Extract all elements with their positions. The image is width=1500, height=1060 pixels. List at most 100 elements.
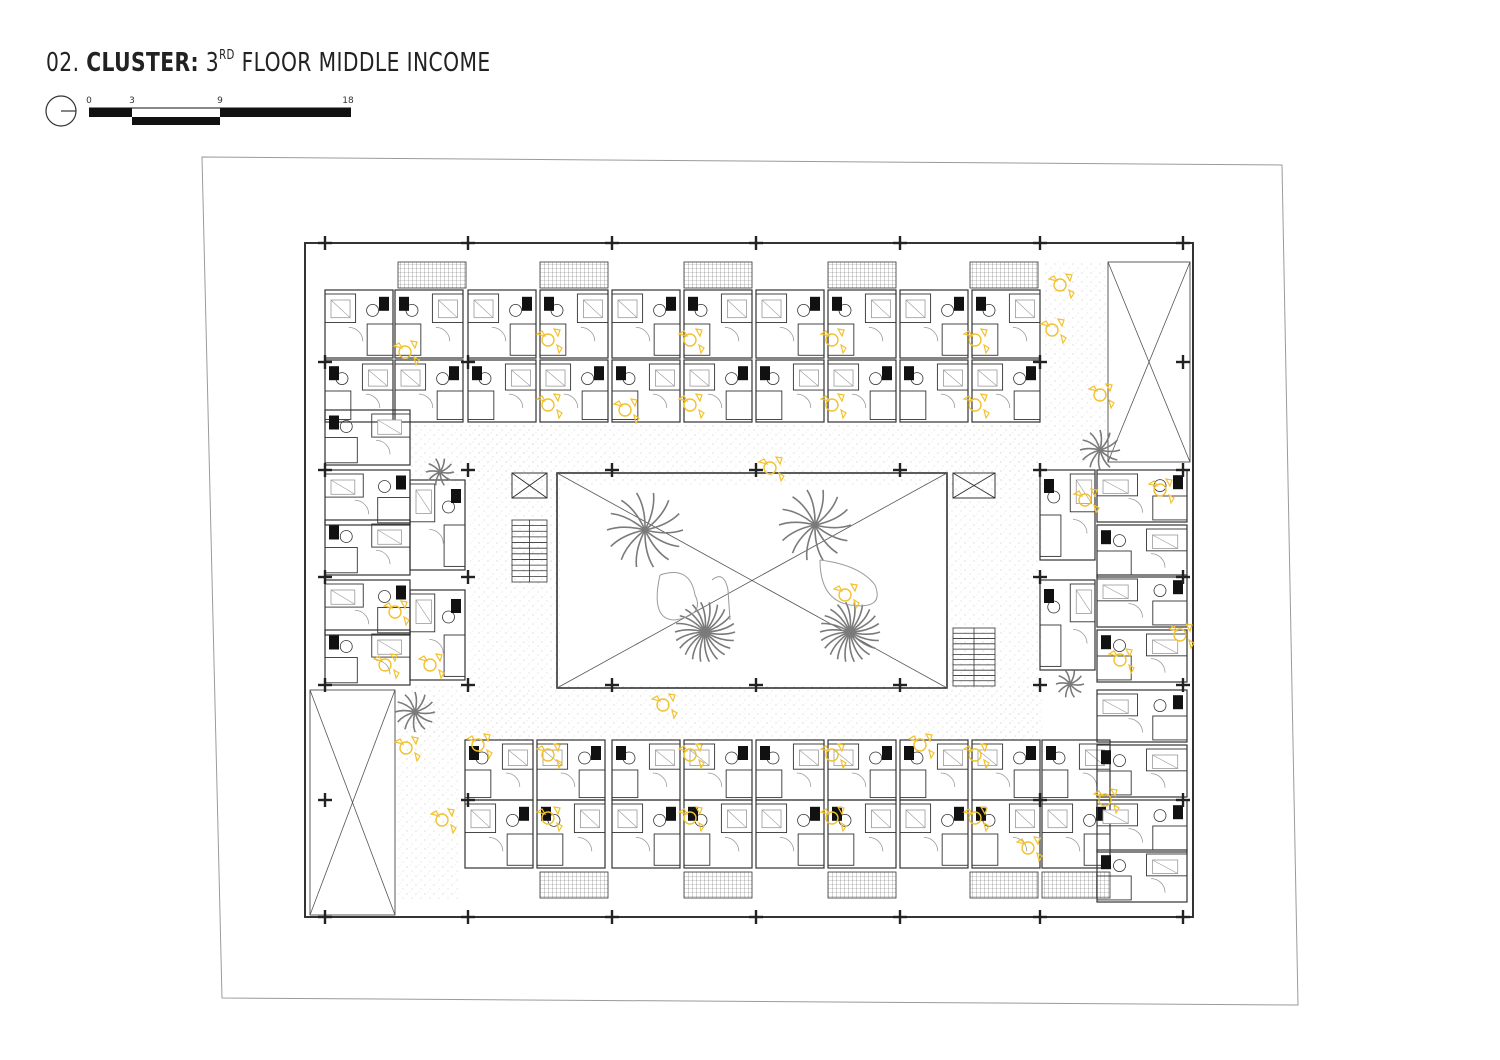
elevator-north-west <box>511 472 548 499</box>
unit-south-a2 <box>611 739 681 801</box>
column-14 <box>318 678 332 692</box>
unit-north-a5 <box>683 289 753 359</box>
unit-east-3 <box>1096 629 1188 683</box>
column-33 <box>1176 793 1190 807</box>
palm-tree-0 <box>606 492 684 568</box>
unit-east-core-0 <box>1039 469 1096 561</box>
column-4 <box>605 236 619 250</box>
seating-highlight-30 <box>393 736 421 763</box>
seating-highlight-26 <box>1087 383 1115 410</box>
column-15 <box>318 463 332 477</box>
south-balcony-1 <box>683 871 753 899</box>
drawing-title: 02. CLUSTER: 3RD FLOOR MIDDLE INCOME <box>46 48 491 78</box>
unit-south-b8 <box>1041 799 1111 869</box>
column-2 <box>461 236 475 250</box>
unit-west-3 <box>324 579 411 636</box>
title-floor-number: 3 <box>205 48 220 78</box>
column-38 <box>1033 570 1047 584</box>
seating-highlight-33 <box>429 808 457 835</box>
unit-east-core-1 <box>1039 579 1096 671</box>
unit-north-b4 <box>611 359 681 423</box>
stair-east <box>952 627 996 687</box>
seating-highlight-11 <box>372 653 400 680</box>
palm-tree-1 <box>778 489 852 561</box>
unit-north-a7 <box>827 289 897 359</box>
seating-highlight-9 <box>382 600 410 627</box>
unit-north-b9 <box>971 359 1041 423</box>
column-23 <box>893 463 907 477</box>
seating-highlight-16 <box>535 743 563 770</box>
scale-bar: 0 3 9 18 <box>86 96 354 125</box>
seating-highlight-7 <box>819 393 847 420</box>
seating-highlight-10 <box>417 653 445 680</box>
palm-tree-4 <box>425 458 455 486</box>
seating-highlight-2 <box>677 328 705 355</box>
scale-tick-3: 3 <box>129 96 135 106</box>
seating-highlight-0 <box>392 340 420 367</box>
north-balcony-2 <box>683 261 753 289</box>
unit-south-b3 <box>683 799 753 869</box>
seating-highlight-31 <box>465 733 493 760</box>
vegetation <box>394 429 1121 733</box>
unit-east-6 <box>1096 799 1188 853</box>
column-31 <box>1176 355 1190 369</box>
column-35 <box>461 570 475 584</box>
seating-highlight-25 <box>1039 318 1067 345</box>
unit-south-b4 <box>755 799 825 869</box>
seating-highlight-24 <box>1047 273 1075 300</box>
unit-south-b2 <box>611 799 681 869</box>
column-12 <box>1176 236 1190 250</box>
unit-south-b5 <box>827 799 897 869</box>
seating-highlight-36 <box>832 583 860 610</box>
seating-highlight-23 <box>1092 788 1120 815</box>
scale-tick-9: 9 <box>217 96 223 106</box>
central-courtyard <box>556 472 948 689</box>
corridor-ring <box>398 262 1107 900</box>
north-balcony-1 <box>539 261 609 289</box>
unit-south-a7 <box>971 739 1041 801</box>
seating-highlight-29 <box>650 693 678 720</box>
structural-grid-columns <box>318 236 1190 924</box>
palm-tree-6 <box>394 691 436 733</box>
column-16 <box>461 678 475 692</box>
palm-tree-7 <box>1055 670 1085 698</box>
seating-highlight-32 <box>1015 836 1043 863</box>
seating-highlight-17 <box>677 743 705 770</box>
unit-south-a5 <box>827 739 897 801</box>
seating-highlight-34 <box>907 733 935 760</box>
unit-north-b8 <box>899 359 969 423</box>
unit-north-b2 <box>467 359 537 423</box>
palm-tree-2 <box>674 601 736 663</box>
north-balcony-3 <box>827 261 897 289</box>
unit-north-b7 <box>827 359 897 423</box>
scale-tick-0: 0 <box>86 96 92 106</box>
unit-north-a4 <box>611 289 681 359</box>
unit-east-4 <box>1096 689 1188 743</box>
unit-west-core-1 <box>409 589 466 681</box>
unit-north-b3 <box>539 359 609 423</box>
seating-highlight-22 <box>1107 648 1135 675</box>
seating-highlight-12 <box>535 806 563 833</box>
column-11 <box>1033 910 1047 924</box>
title-label: CLUSTER: <box>86 48 199 78</box>
column-39 <box>1033 793 1047 807</box>
column-29 <box>318 570 332 584</box>
unit-east-0 <box>1096 469 1188 523</box>
column-28 <box>318 355 332 369</box>
seating-highlight-15 <box>962 806 990 833</box>
west-unit-column <box>324 409 466 686</box>
column-20 <box>749 678 763 692</box>
column-18 <box>605 678 619 692</box>
column-19 <box>605 463 619 477</box>
unit-north-b6 <box>755 359 825 423</box>
unit-east-2 <box>1096 574 1188 628</box>
column-37 <box>1033 355 1047 369</box>
seating-highlight-35 <box>1167 623 1195 650</box>
unit-north-b1 <box>394 359 464 423</box>
unit-west-1 <box>324 469 411 526</box>
unit-south-a4 <box>755 739 825 801</box>
site-boundary <box>201 156 1299 1006</box>
unit-south-a3 <box>683 739 753 801</box>
column-34 <box>461 355 475 369</box>
